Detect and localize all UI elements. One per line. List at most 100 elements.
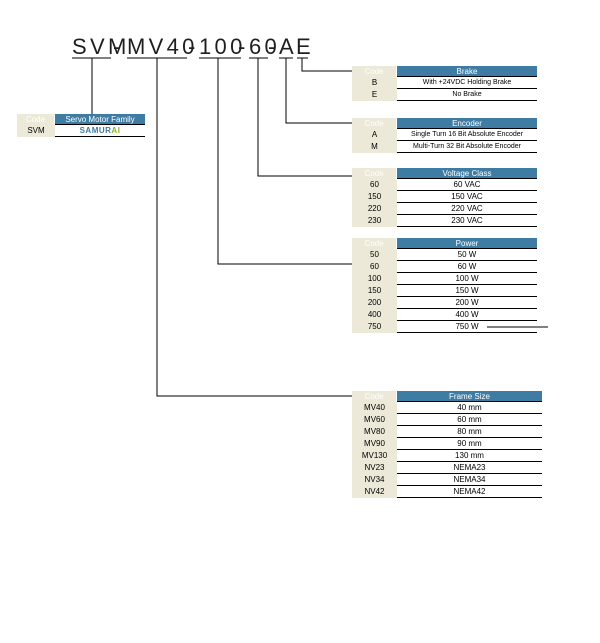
value-cell: 60 VAC (397, 179, 537, 191)
value-cell: 130 mm (397, 450, 542, 462)
frame-size-table: Code Frame Size MV40 40 mm MV60 60 mm MV… (352, 391, 542, 498)
connector-frame (156, 58, 352, 397)
table-row: SVM SAMURAI (17, 125, 145, 137)
logo-text-accent: AI (111, 126, 121, 135)
family-table-header: Code Servo Motor Family (17, 114, 145, 125)
pn-separator: - (188, 34, 199, 59)
table-row: E No Brake (352, 89, 537, 101)
pn-separator: - (268, 34, 279, 59)
table-row: NV42 NEMA42 (352, 486, 542, 498)
header-frame-size: Frame Size (397, 391, 542, 402)
code-cell: MV90 (352, 438, 397, 450)
code-cell: 400 (352, 309, 397, 321)
connector-encoder (285, 58, 352, 124)
header-code: Code (352, 238, 397, 249)
code-cell: SVM (17, 125, 55, 137)
value-cell: 220 VAC (397, 203, 537, 215)
code-cell: B (352, 77, 397, 89)
code-cell: M (352, 141, 397, 153)
header-code: Code (352, 66, 397, 77)
value-cell: 80 mm (397, 426, 542, 438)
family-table: Code Servo Motor Family SVM SAMURAI (17, 114, 145, 137)
code-cell: 200 (352, 297, 397, 309)
value-cell: 50 W (397, 249, 537, 261)
value-cell: 230 VAC (397, 215, 537, 227)
code-cell: 150 (352, 285, 397, 297)
code-cell: 750 (352, 321, 397, 333)
pn-frame-code: MV40 (127, 34, 198, 59)
pn-encoder-code: A (279, 34, 297, 59)
table-row: 200 200 W (352, 297, 537, 309)
table-row: MV40 40 mm (352, 402, 542, 414)
table-row: 150 150 W (352, 285, 537, 297)
code-cell: 220 (352, 203, 397, 215)
value-cell: Multi-Turn 32 Bit Absolute Encoder (397, 141, 537, 153)
value-cell: 60 W (397, 261, 537, 273)
value-cell: No Brake (397, 89, 537, 101)
code-cell: 60 (352, 179, 397, 191)
value-cell: 400 W (397, 309, 537, 321)
value-cell: 100 W (397, 273, 537, 285)
header-power: Power (397, 238, 537, 249)
table-row: 220 220 VAC (352, 203, 537, 215)
code-cell: NV23 (352, 462, 397, 474)
connector-brake (301, 58, 352, 72)
pn-brake-code: E (296, 34, 314, 59)
power-table: Code Power 50 50 W 60 60 W 100 100 W 150… (352, 238, 537, 333)
code-cell: 50 (352, 249, 397, 261)
table-row: M Multi-Turn 32 Bit Absolute Encoder (352, 141, 537, 153)
voltage-table: Code Voltage Class 60 60 VAC 150 150 VAC… (352, 168, 537, 227)
value-cell: 200 W (397, 297, 537, 309)
table-row: 100 100 W (352, 273, 537, 285)
header-voltage-class: Voltage Class (397, 168, 537, 179)
value-cell: Single Turn 16 Bit Absolute Encoder (397, 129, 537, 141)
brake-table: Code Brake B With +24VDC Holding Brake E… (352, 66, 537, 101)
code-cell: NV42 (352, 486, 397, 498)
value-cell: 750 W (397, 321, 537, 333)
table-row: 230 230 VAC (352, 215, 537, 227)
frame-size-table-header: Code Frame Size (352, 391, 542, 402)
header-servo-motor-family: Servo Motor Family (55, 114, 145, 125)
code-cell: 100 (352, 273, 397, 285)
table-row: MV90 90 mm (352, 438, 542, 450)
table-row: 60 60 W (352, 261, 537, 273)
header-code: Code (352, 168, 397, 179)
power-table-header: Code Power (352, 238, 537, 249)
table-row: 150 150 VAC (352, 191, 537, 203)
logo-text-main: SAMUR (79, 126, 112, 135)
header-encoder: Encoder (397, 118, 537, 129)
code-cell: MV60 (352, 414, 397, 426)
value-cell: 60 mm (397, 414, 542, 426)
table-row: A Single Turn 16 Bit Absolute Encoder (352, 129, 537, 141)
code-cell: 60 (352, 261, 397, 273)
table-row: 400 400 W (352, 309, 537, 321)
table-row: MV80 80 mm (352, 426, 542, 438)
pn-separator: - (113, 34, 124, 59)
connector-power (217, 58, 352, 265)
code-cell: 230 (352, 215, 397, 227)
value-cell: NEMA42 (397, 486, 542, 498)
voltage-table-header: Code Voltage Class (352, 168, 537, 179)
pn-separator: - (238, 34, 249, 59)
encoder-table-header: Code Encoder (352, 118, 537, 129)
table-row: NV23 NEMA23 (352, 462, 542, 474)
code-cell: MV80 (352, 426, 397, 438)
value-cell: 40 mm (397, 402, 542, 414)
table-row: 50 50 W (352, 249, 537, 261)
table-row: MV60 60 mm (352, 414, 542, 426)
pn-voltage-code: 60 (249, 34, 281, 59)
connector-voltage (257, 58, 352, 177)
value-cell: NEMA34 (397, 474, 542, 486)
table-row: 60 60 VAC (352, 179, 537, 191)
code-cell: NV34 (352, 474, 397, 486)
code-cell: MV40 (352, 402, 397, 414)
code-cell: MV130 (352, 450, 397, 462)
family-logo: SAMURAI (55, 125, 145, 137)
value-cell: With +24VDC Holding Brake (397, 77, 537, 89)
code-cell: A (352, 129, 397, 141)
value-cell: 150 VAC (397, 191, 537, 203)
table-row: NV34 NEMA34 (352, 474, 542, 486)
value-cell: NEMA23 (397, 462, 542, 474)
header-code: Code (352, 118, 397, 129)
table-row: MV130 130 mm (352, 450, 542, 462)
